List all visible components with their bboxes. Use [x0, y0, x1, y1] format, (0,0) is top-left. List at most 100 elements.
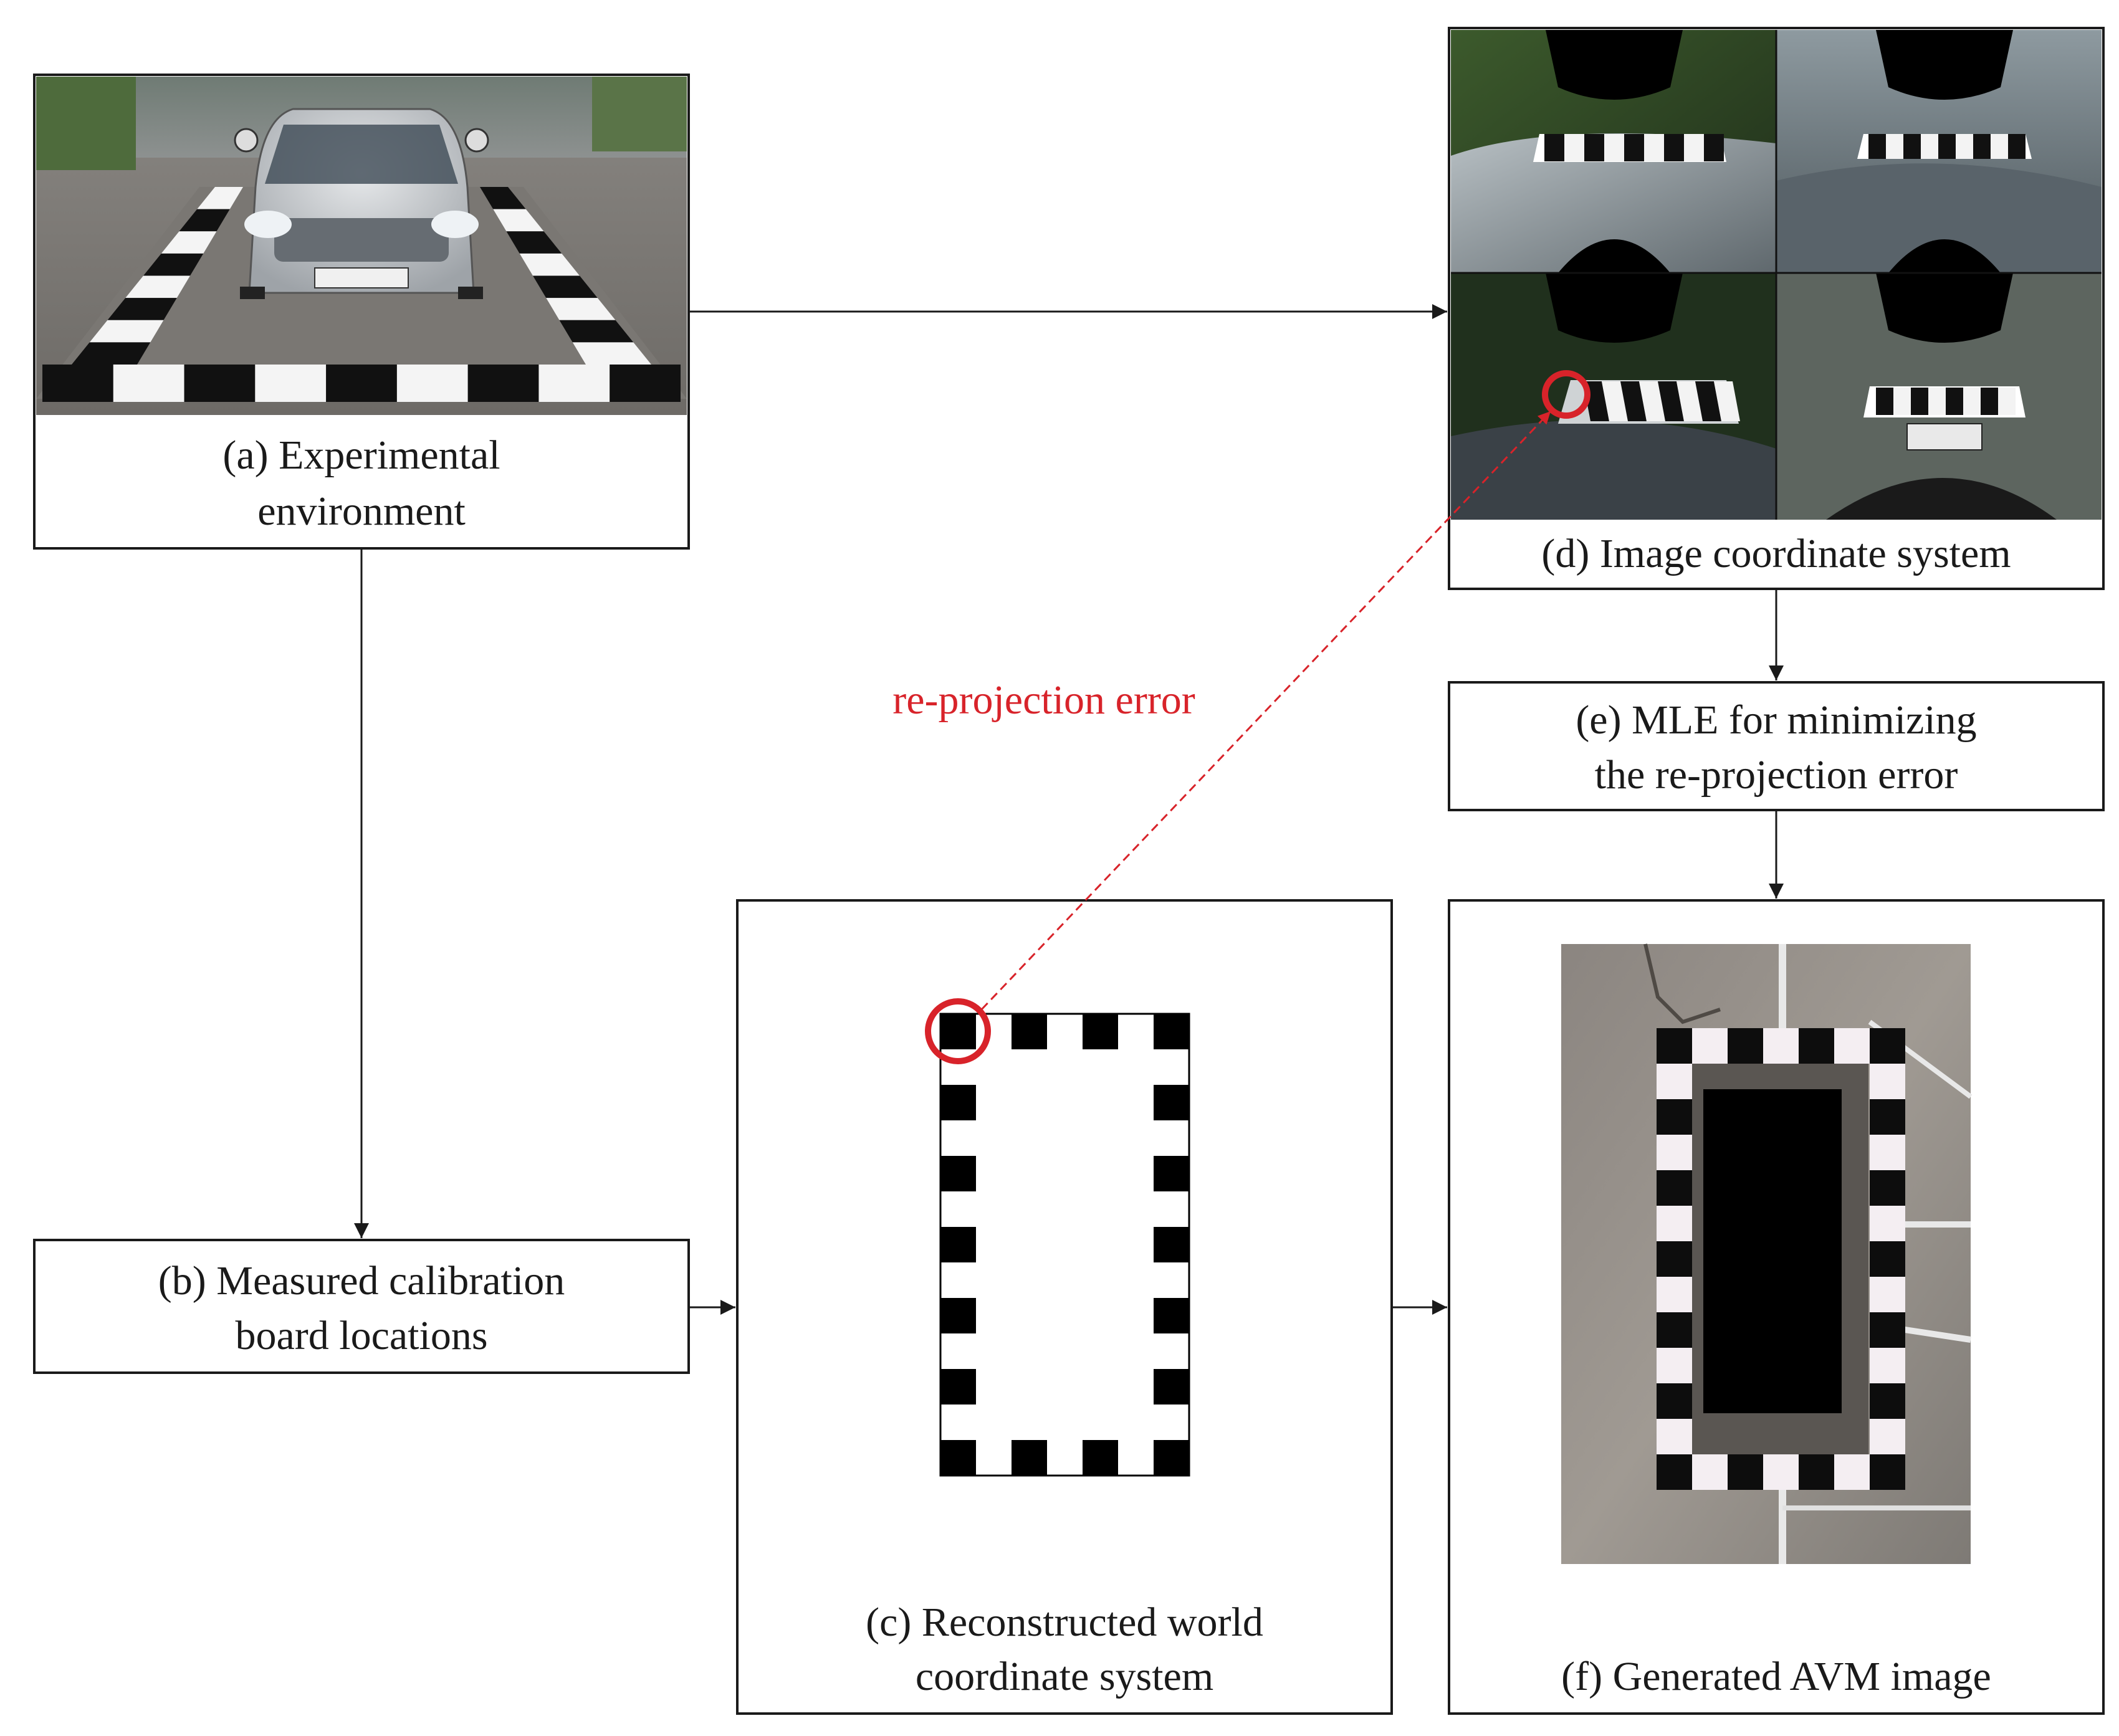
box-d-image-coordinate-system: (d) Image coordinate system	[1448, 27, 2105, 590]
board-square	[1868, 134, 1886, 146]
board-square	[1834, 1454, 1870, 1490]
board-square	[1684, 134, 1704, 148]
camera-view-front	[1451, 30, 1776, 273]
board-square	[1644, 134, 1664, 148]
board-square	[1657, 1206, 1692, 1241]
caption-d: (d) Image coordinate system	[1541, 531, 2011, 576]
board-square	[1154, 1369, 1189, 1405]
board-square	[1763, 1028, 1799, 1064]
board-square	[1644, 148, 1664, 161]
board-square	[1973, 146, 1991, 159]
board-square	[610, 365, 681, 402]
board-square	[1544, 134, 1564, 148]
board-square	[1876, 388, 1893, 401]
board-square	[1956, 146, 1973, 159]
board-square	[546, 298, 616, 320]
board-square	[1963, 401, 1981, 415]
board-square	[42, 365, 113, 402]
board-square	[1870, 1135, 1905, 1170]
board-square	[533, 275, 598, 298]
board-square	[1998, 401, 2016, 415]
board-square	[125, 275, 190, 298]
board-square	[1662, 401, 1684, 421]
board-square	[1657, 1064, 1692, 1099]
board-square	[1657, 1170, 1692, 1206]
board-square	[1699, 401, 1721, 421]
board-square	[1624, 148, 1644, 161]
board-square	[326, 365, 397, 402]
board-square	[1047, 1440, 1083, 1476]
image-corner-highlight-circle	[1542, 370, 1590, 419]
board-square	[1047, 1014, 1083, 1049]
caption-b-line2: board locations	[235, 1313, 487, 1358]
board-square	[1728, 1028, 1763, 1064]
board-square	[1658, 381, 1680, 401]
board-square	[940, 1120, 976, 1156]
board-square	[1695, 381, 1718, 401]
board-square	[255, 365, 327, 402]
caption-a-line1: (a) Experimental	[222, 432, 500, 478]
board-square	[1991, 146, 2008, 159]
board-square	[1564, 148, 1584, 161]
board-square	[107, 298, 177, 320]
board-square	[940, 1191, 976, 1227]
board-square	[1714, 381, 1736, 401]
caption-e-line2: the re-projection error	[1595, 752, 1958, 798]
board-square	[1870, 1419, 1905, 1454]
board-square	[1602, 381, 1624, 401]
board-square	[940, 1085, 976, 1120]
board-square	[940, 1049, 976, 1085]
board-square	[467, 365, 539, 402]
board-square	[1680, 401, 1703, 421]
board-square	[1973, 134, 1991, 146]
board-square	[1799, 1454, 1834, 1490]
board-square	[940, 1333, 976, 1369]
camera-view-left	[1451, 273, 1776, 520]
board-square	[1870, 1454, 1905, 1490]
board-square	[1728, 1454, 1763, 1490]
board-square	[1870, 1206, 1905, 1241]
board-square	[1564, 134, 1584, 148]
board-square	[1903, 134, 1921, 146]
board-square	[1928, 401, 1946, 415]
board-square	[1870, 1383, 1905, 1419]
board-square	[1083, 1440, 1118, 1476]
board-square	[1154, 1191, 1189, 1227]
caption-a-line2: environment	[257, 489, 466, 534]
photo-car	[240, 108, 483, 299]
board-square	[89, 320, 164, 343]
board-square	[1938, 134, 1956, 146]
board-square	[1657, 1312, 1692, 1348]
camera-view-front-board	[1544, 134, 1724, 161]
board-square	[1998, 388, 2016, 401]
board-square	[1587, 401, 1609, 421]
photo-checkerboard	[42, 187, 681, 402]
vehicle-blackout-region	[1703, 1089, 1842, 1413]
board-square	[1154, 1085, 1189, 1120]
experimental-photo	[36, 77, 687, 415]
board-square	[1870, 1241, 1905, 1277]
board-square	[1154, 1405, 1189, 1440]
board-square	[940, 1369, 976, 1405]
board-square	[197, 187, 243, 209]
box-a-experimental-environment: (a) Experimental environment	[33, 74, 690, 550]
board-square	[1657, 1454, 1692, 1490]
board-square	[1154, 1262, 1189, 1298]
board-square	[1657, 1135, 1692, 1170]
board-square	[143, 253, 204, 276]
board-square	[184, 365, 256, 402]
board-square	[1657, 1348, 1692, 1383]
board-square	[396, 365, 468, 402]
board-outline	[939, 1013, 1190, 1477]
board-square	[1154, 1156, 1189, 1191]
avm-image	[1561, 943, 1973, 1564]
board-square	[1886, 134, 1903, 146]
board-square	[1154, 1227, 1189, 1262]
board-square	[1704, 134, 1724, 148]
camera-view-right-board	[1868, 134, 2026, 159]
board-square	[572, 342, 651, 365]
reprojection-error-line	[980, 410, 1552, 1011]
board-square	[1704, 148, 1724, 161]
board-square	[179, 209, 230, 232]
board-square	[1083, 1014, 1118, 1049]
